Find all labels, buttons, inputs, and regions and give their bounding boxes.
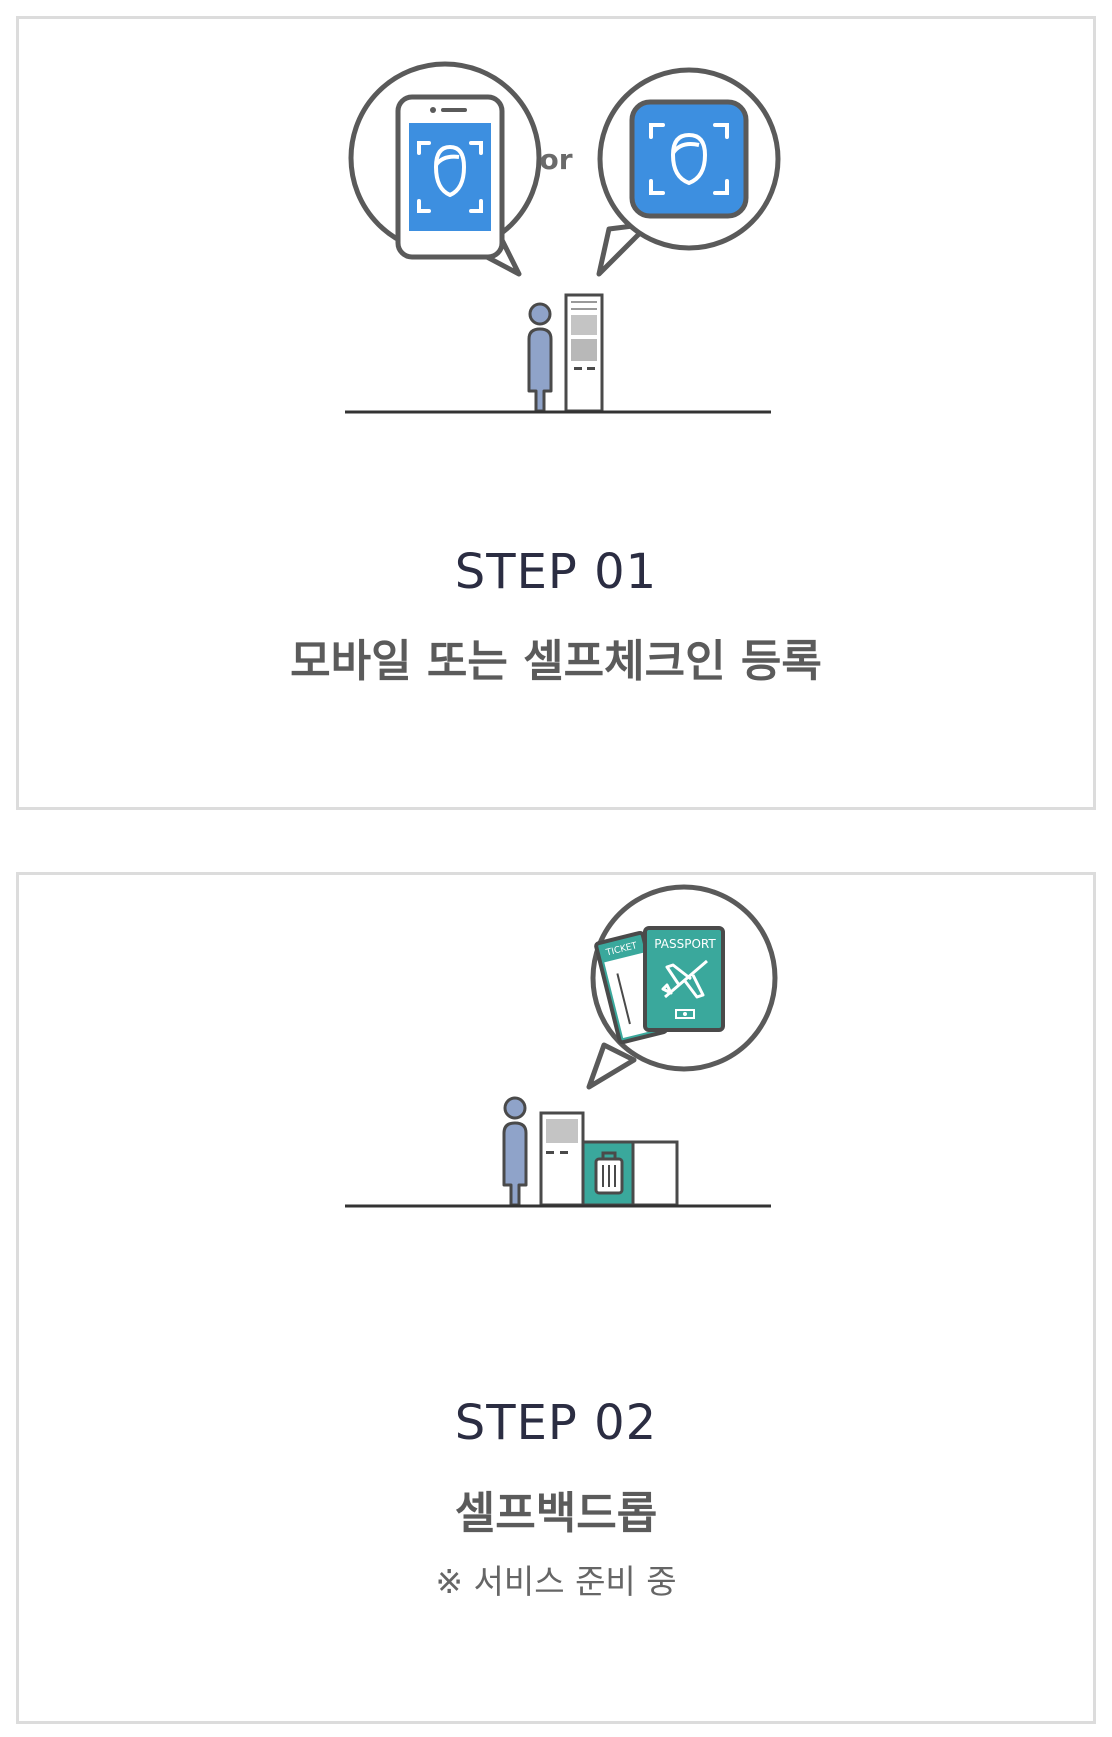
kiosk-icon (564, 293, 604, 413)
step-number: STEP 01 (454, 544, 658, 600)
passport-icon: PASSPORT (643, 926, 725, 1032)
step1-illustration: or (345, 61, 781, 414)
step-number: STEP 02 (454, 1395, 658, 1451)
smartphone-face-scan-icon (348, 61, 542, 277)
person-icon (527, 302, 553, 413)
luggage-icon (594, 1151, 624, 1195)
passport-label: PASSPORT (654, 937, 716, 951)
person-icon (502, 1096, 528, 1207)
step-card-1: or (16, 16, 1096, 810)
face-scan-icon (596, 67, 781, 277)
step-title: 모바일 또는 셀프체크인 등록 (290, 636, 822, 687)
step2-illustration: TICKET PASSPORT (345, 884, 778, 1208)
service-note: ※ 서비스 준비 중 (435, 1562, 677, 1601)
or-separator: or (539, 143, 572, 176)
step-title: 셀프백드롭 (454, 1488, 658, 1539)
step-card-2: TICKET PASSPORT (16, 872, 1096, 1724)
ticket-passport-bubble: TICKET PASSPORT (586, 884, 778, 1090)
bag-drop-kiosk-icon (539, 1111, 679, 1207)
airplane-icon (661, 959, 708, 999)
